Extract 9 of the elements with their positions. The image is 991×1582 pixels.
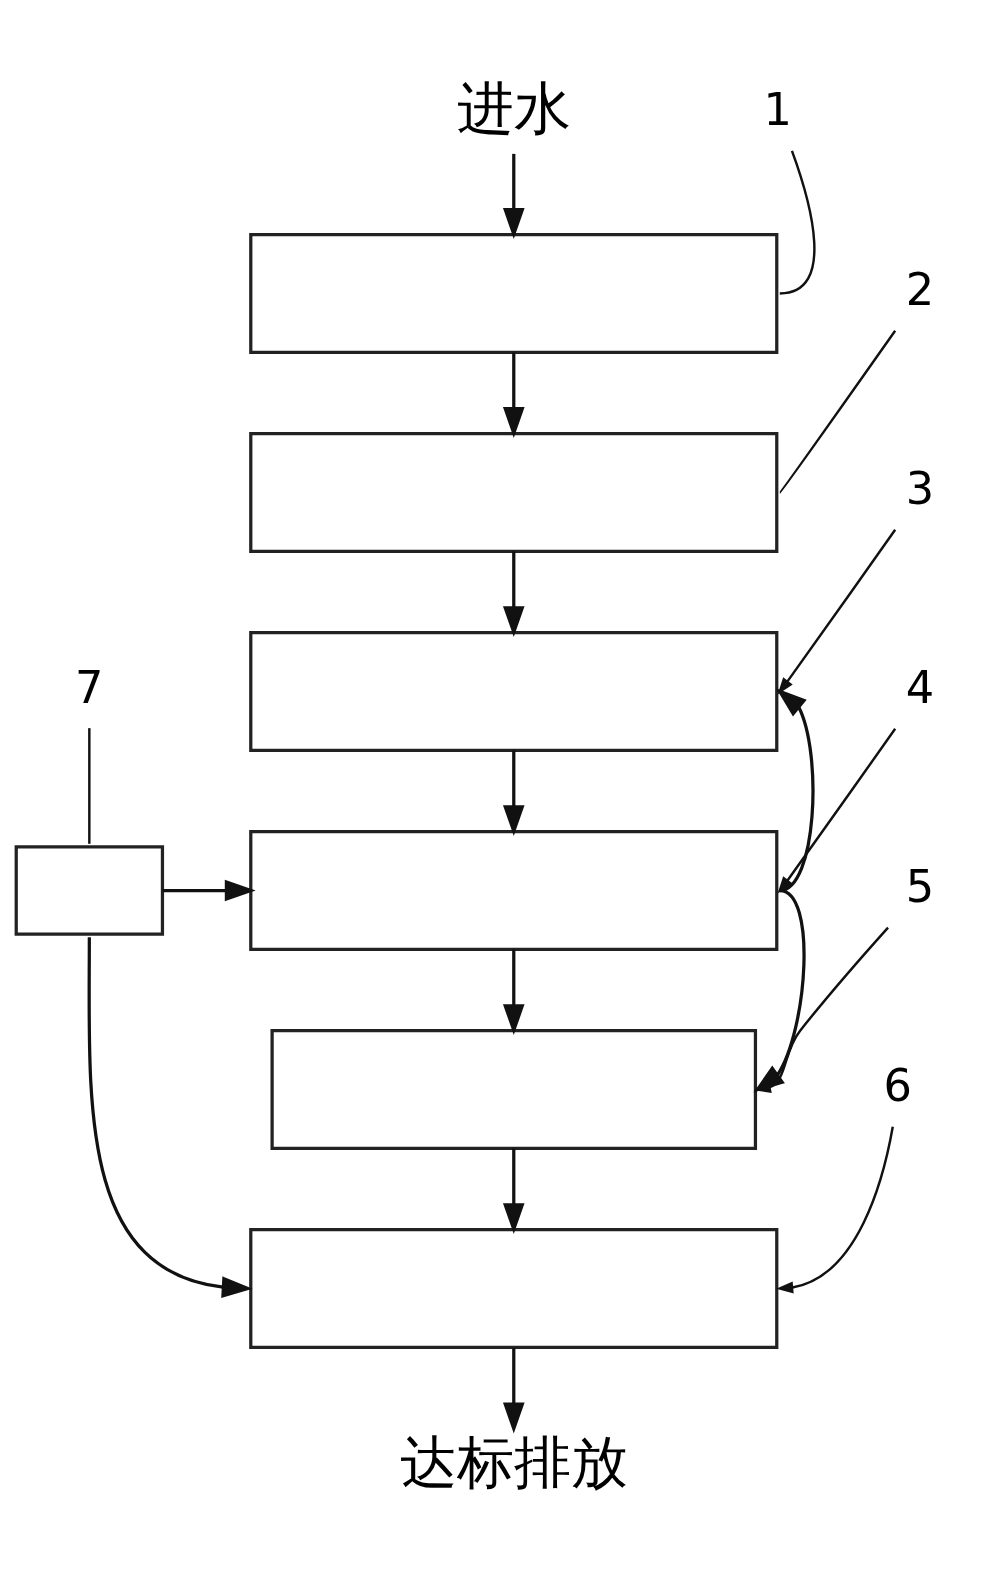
node-text: 4 <box>905 661 935 714</box>
node-text: 2 <box>905 263 935 316</box>
node-text: 6 <box>883 1059 912 1112</box>
node-text: 7 <box>75 661 104 714</box>
node-text: 达标排放 <box>399 1429 628 1496</box>
node-text: 5 <box>905 860 935 913</box>
node-text: 3 <box>905 462 935 515</box>
node-text: 进水 <box>456 74 571 141</box>
node-text: 1 <box>763 84 792 137</box>
